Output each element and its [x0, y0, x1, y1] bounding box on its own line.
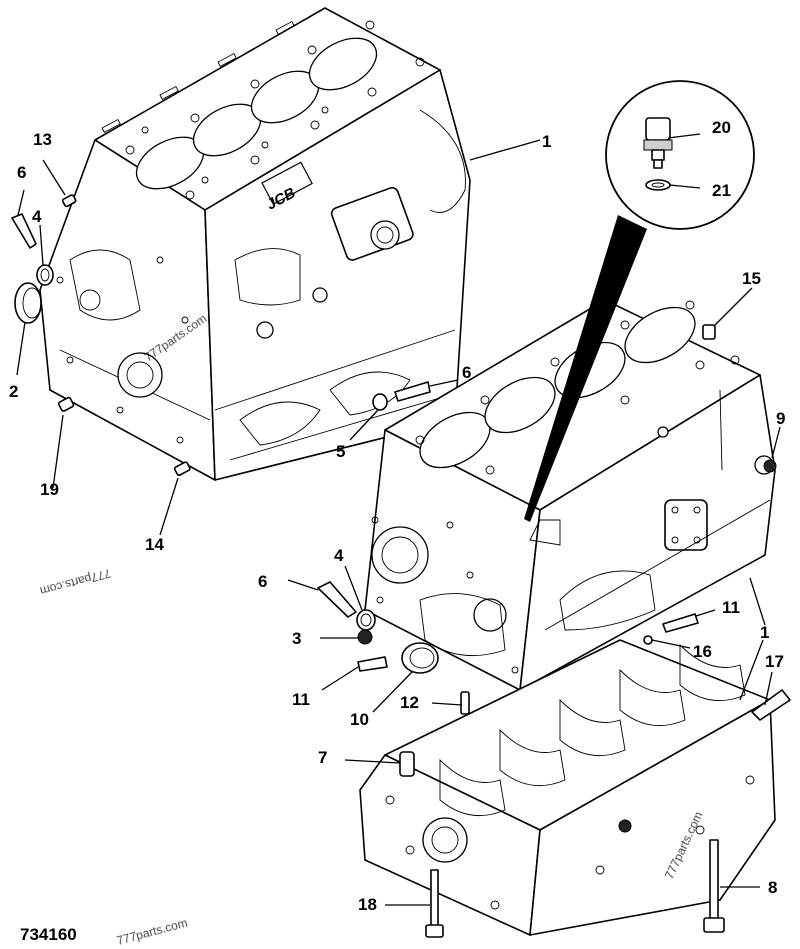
sealant-tube-6c	[317, 581, 357, 618]
dowel-15	[702, 324, 716, 340]
cover-plate	[664, 499, 708, 551]
callout-13: 13	[33, 130, 52, 149]
upper-block-parts	[11, 194, 431, 477]
callout-labels: 1 13 6 4 2 19 14 5 6 20 21 15 9 1 4 6 3 …	[9, 118, 785, 914]
plug-19	[57, 396, 75, 412]
bolt-8	[703, 839, 725, 933]
callout-2: 2	[9, 382, 18, 401]
callout-11b: 11	[722, 598, 740, 617]
o-ring-4	[36, 264, 54, 286]
figure-number: 734160	[20, 925, 77, 944]
callout-3: 3	[292, 629, 301, 648]
callout-4a: 4	[32, 207, 42, 226]
callout-18: 18	[358, 895, 377, 914]
dowel-7	[399, 751, 415, 777]
dowel-14	[173, 461, 191, 477]
lower-block-parts	[317, 324, 791, 938]
plug-3	[357, 629, 373, 645]
sealant-tube-6	[11, 213, 37, 249]
callout-5: 5	[336, 442, 345, 461]
callout-10: 10	[350, 710, 369, 729]
upper-cylinder-block: JCB	[39, 7, 471, 481]
callout-15: 15	[742, 269, 761, 288]
callout-6c: 6	[258, 572, 267, 591]
dowel-13	[61, 194, 77, 208]
callout-12: 12	[400, 693, 419, 712]
sealant-tube-11a	[357, 656, 388, 672]
watermark: 777parts.com	[115, 916, 189, 948]
watermark: 777parts.com	[39, 566, 113, 598]
bolt-18	[425, 869, 444, 938]
callout-14: 14	[145, 535, 164, 554]
callout-1a: 1	[542, 132, 551, 151]
callout-6b: 6	[462, 363, 471, 382]
callout-17: 17	[765, 652, 784, 671]
sealant-tube-11b	[662, 613, 699, 633]
oil-seal-10	[401, 642, 439, 674]
callout-1b: 1	[760, 623, 769, 642]
detail-circle	[524, 80, 755, 522]
dowel-12	[460, 691, 470, 715]
sealant-tube-17	[751, 689, 791, 721]
plug-9	[763, 459, 777, 473]
o-ring-4b	[356, 609, 376, 631]
callout-19: 19	[40, 480, 59, 499]
o-ring-5	[372, 393, 388, 411]
callout-6a: 6	[17, 163, 26, 182]
callout-11a: 11	[292, 690, 310, 709]
part-16	[643, 635, 653, 645]
callout-21: 21	[712, 181, 731, 200]
leader-lines	[16, 133, 781, 906]
callout-16: 16	[693, 642, 712, 661]
washer-21	[645, 179, 671, 191]
pressure-sensor-20	[643, 117, 673, 169]
callout-7: 7	[318, 748, 327, 767]
callout-4b: 4	[334, 546, 344, 565]
callout-9: 9	[776, 409, 785, 428]
jcb-logo: JCB	[261, 161, 313, 214]
callout-8: 8	[768, 878, 777, 897]
callout-20: 20	[712, 118, 731, 137]
sealant-tube-6b	[394, 381, 431, 402]
